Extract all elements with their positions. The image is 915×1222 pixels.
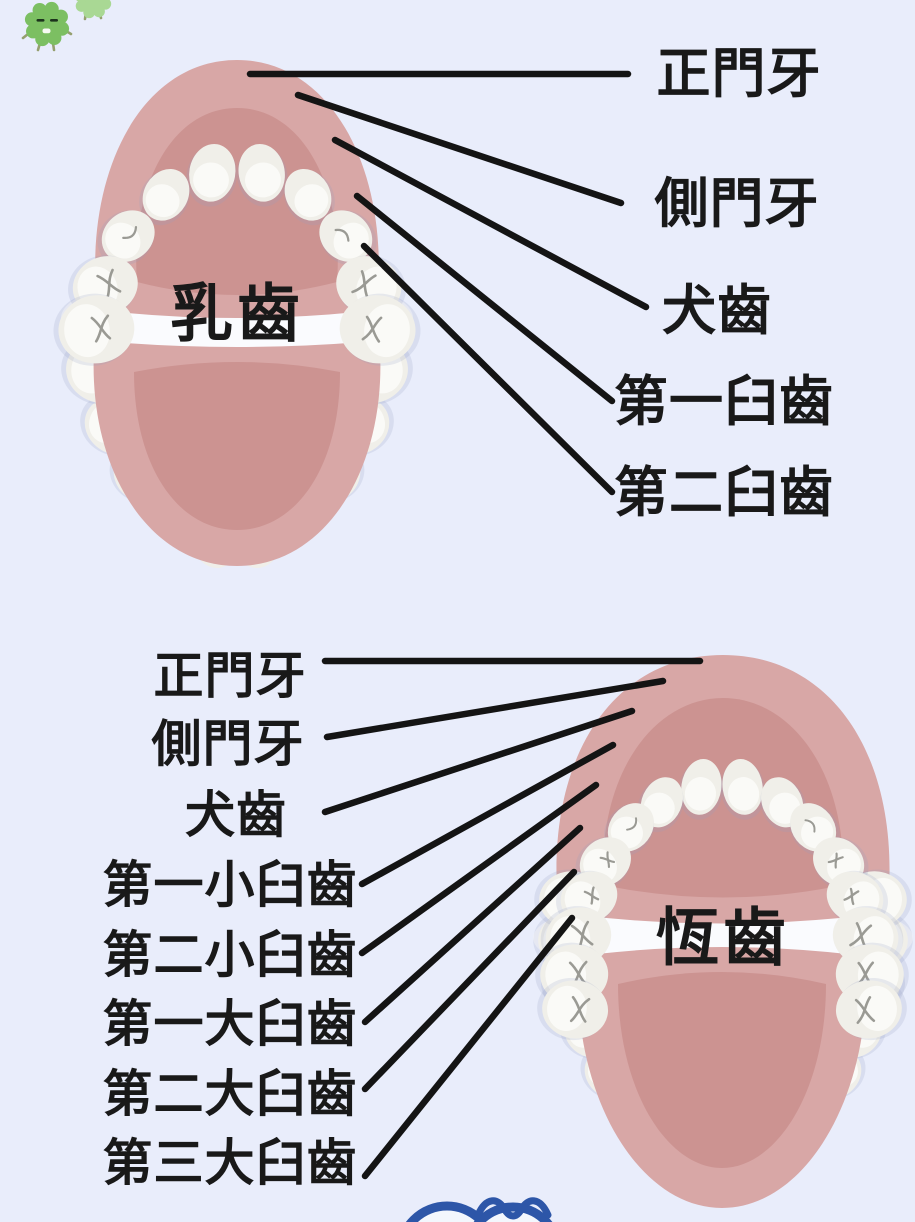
label-permanent-first-molar: 第一大臼齒 [102,995,358,1053]
tooth [678,759,724,820]
label-permanent-first-premolar: 第一小臼齒 [102,856,358,914]
pointer-line-primary-second-molar [360,242,616,496]
tooth [186,143,237,207]
tooth [237,143,288,207]
logo-left-lobe [405,1201,489,1222]
germ-icon [75,0,112,21]
label-primary-lateral-incisor: 側門牙 [654,172,820,235]
pointer-line-primary-lateral-incisor [294,91,625,207]
pointer-line-primary-canine [331,136,650,311]
label-permanent-lateral-incisor: 側門牙 [151,715,305,773]
pointer-line-permanent-second-premolar [358,781,600,957]
primary-teeth-title: 乳齒 [170,277,304,351]
primary-lower-arch [53,143,421,566]
tooth [319,210,377,266]
pointer-line-primary-first-molar [353,192,616,405]
label-primary-canine: 犬齒 [662,279,772,342]
palate [602,698,844,898]
tongue-floor [134,362,340,530]
tooth [53,293,135,366]
label-primary-central-incisor: 正門牙 [656,42,822,105]
germ-icon [21,1,73,52]
label-permanent-second-molar: 第二大臼齒 [102,1065,358,1123]
label-primary-first-molar: 第一臼齒 [614,370,834,433]
label-permanent-second-premolar: 第二小臼齒 [102,926,358,984]
permanent-teeth-title: 恆齒 [656,901,790,975]
tongue-floor [618,972,826,1168]
tooth [339,293,421,366]
pointer-line-permanent-first-molar [361,824,584,1026]
tooth [139,168,190,226]
palate [136,108,338,295]
pointer-line-permanent-first-premolar [358,741,617,888]
teeth-row [53,143,421,366]
tooth [720,759,766,820]
tooth [537,977,609,1041]
pointer-line-permanent-second-molar [361,868,578,1093]
label-permanent-central-incisor: 正門牙 [153,647,307,705]
teeth-row [535,759,909,1041]
tooth [284,168,335,226]
pointer-line-permanent-canine [321,707,636,816]
tooth [97,210,155,266]
logo-bite-line [474,1197,552,1220]
label-permanent-canine: 犬齒 [185,786,287,844]
permanent-lower-arch [535,759,909,1208]
label-primary-second-molar: 第二臼齒 [614,461,834,524]
label-permanent-third-molar: 第三大臼齒 [102,1134,358,1192]
pointer-line-permanent-third-molar [361,914,576,1180]
pointer-line-permanent-lateral-incisor [323,677,667,741]
tooth [835,977,907,1041]
tooth-logo-icon [405,1197,553,1222]
